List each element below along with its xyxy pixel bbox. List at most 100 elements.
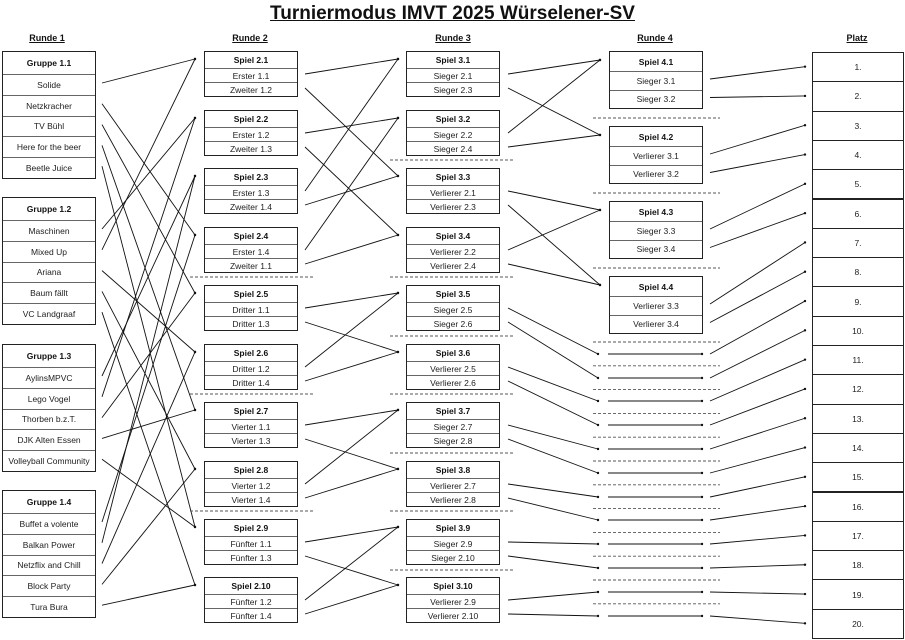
connector-r3-slot — [507, 424, 599, 450]
box-row: Block Party — [3, 575, 95, 596]
box-header: Spiel 2.2 — [233, 114, 269, 124]
box-row: Sieger 2.6 — [407, 316, 499, 330]
connector-r2-r3 — [304, 234, 399, 265]
arrow-head-icon — [803, 299, 807, 303]
connector-r3-r4 — [507, 190, 601, 211]
place-slot: 16. — [812, 491, 904, 522]
box-row: Buffet a volente — [3, 513, 95, 534]
connector-r3-slot — [507, 555, 599, 569]
box-row: Tura Bura — [3, 596, 95, 617]
arrow-head-icon — [803, 358, 807, 361]
box-row: Balkan Power — [3, 533, 95, 555]
box-header: Spiel 3.7 — [435, 406, 471, 416]
place-slot: 10. — [812, 315, 904, 346]
box-header: Spiel 3.9 — [435, 523, 471, 533]
box-row: Fünfter 1.3 — [205, 550, 297, 564]
connector-r4-place — [709, 212, 806, 248]
arrow-head-icon — [596, 614, 600, 618]
connector-r1-r2 — [101, 124, 196, 294]
arrow-head-icon — [803, 622, 807, 625]
connector-r1-r2 — [101, 175, 196, 377]
connector-r2-r3 — [304, 292, 399, 368]
arrow-head-icon — [700, 495, 704, 499]
place-slot: 6. — [812, 198, 904, 229]
box-header: Spiel 3.10 — [433, 581, 473, 591]
connector-r1-r2 — [101, 291, 196, 470]
box-header: Spiel 2.5 — [233, 289, 269, 299]
box-header: Gruppe 1.3 — [26, 351, 72, 361]
place-slot: 14. — [812, 432, 904, 464]
connector-r2-r3 — [304, 58, 399, 192]
connector-r2-r3 — [304, 87, 399, 177]
connector-r2-r3 — [304, 351, 399, 382]
connector-r1-r2 — [101, 409, 196, 439]
arrow-head-icon — [596, 566, 600, 570]
arrow-head-icon — [396, 116, 400, 120]
arrow-head-icon — [803, 211, 807, 215]
connector-slot-place — [709, 535, 806, 545]
box-row: Verlierer 2.9 — [407, 594, 499, 608]
arrow-head-icon — [803, 65, 807, 68]
arrow-head-icon — [803, 124, 807, 127]
connector-r1-r2 — [101, 175, 196, 543]
arrow-head-icon — [396, 525, 400, 529]
arrow-head-icon — [396, 291, 400, 295]
connector-r3-slot — [507, 366, 599, 402]
arrow-head-icon — [700, 518, 704, 522]
arrow-head-icon — [596, 518, 600, 522]
column-header-runde-2: Runde 2 — [232, 33, 268, 43]
box-row: Fünfter 1.2 — [205, 594, 297, 608]
box-row: Thorben b.z.T. — [3, 408, 95, 430]
column-header-runde-4: Runde 4 — [637, 33, 673, 43]
arrow-head-icon — [596, 447, 600, 451]
connector-r3-r4 — [507, 134, 601, 148]
connector-r3-r4 — [507, 209, 601, 251]
box-row: Ariana — [3, 261, 95, 283]
connector-r1-r2 — [101, 117, 196, 397]
arrow-head-icon — [193, 291, 197, 295]
connector-r2-r3 — [304, 468, 399, 499]
place-slot: 8. — [812, 257, 904, 288]
box-row: Zweiter 1.3 — [205, 141, 297, 155]
arrow-head-icon — [803, 563, 807, 566]
box-row: Verlierer 2.5 — [407, 361, 499, 375]
connector-slot-place — [709, 615, 806, 624]
box-header: Spiel 3.8 — [435, 465, 471, 475]
connector-r4-place — [709, 124, 806, 155]
connector-r3-r4 — [507, 263, 601, 286]
arrow-head-icon — [803, 153, 807, 156]
box-header: Spiel 4.3 — [638, 206, 674, 217]
box-header: Spiel 2.1 — [233, 55, 269, 65]
connector-r3-slot — [507, 380, 599, 426]
box-header: Spiel 2.4 — [233, 231, 269, 241]
box-header: Spiel 4.1 — [638, 56, 674, 67]
arrow-head-icon — [596, 495, 600, 499]
connector-r1-r2 — [101, 58, 196, 250]
arrow-head-icon — [700, 352, 704, 356]
box-row: AylinsMPVC — [3, 367, 95, 388]
box-header: Spiel 2.3 — [233, 172, 269, 182]
connector-r1-r2 — [101, 312, 196, 586]
connector-r1-r2 — [101, 103, 196, 236]
box-header: Spiel 4.4 — [638, 281, 674, 292]
connector-r1-r2 — [101, 468, 196, 585]
box-row: Fünfter 1.4 — [205, 608, 297, 622]
connector-r3-slot — [507, 613, 599, 617]
arrow-head-icon — [193, 525, 197, 529]
arrow-head-icon — [803, 446, 807, 449]
connector-r2-r3 — [304, 555, 399, 586]
box-row: Sieger 3.3 — [610, 221, 702, 240]
